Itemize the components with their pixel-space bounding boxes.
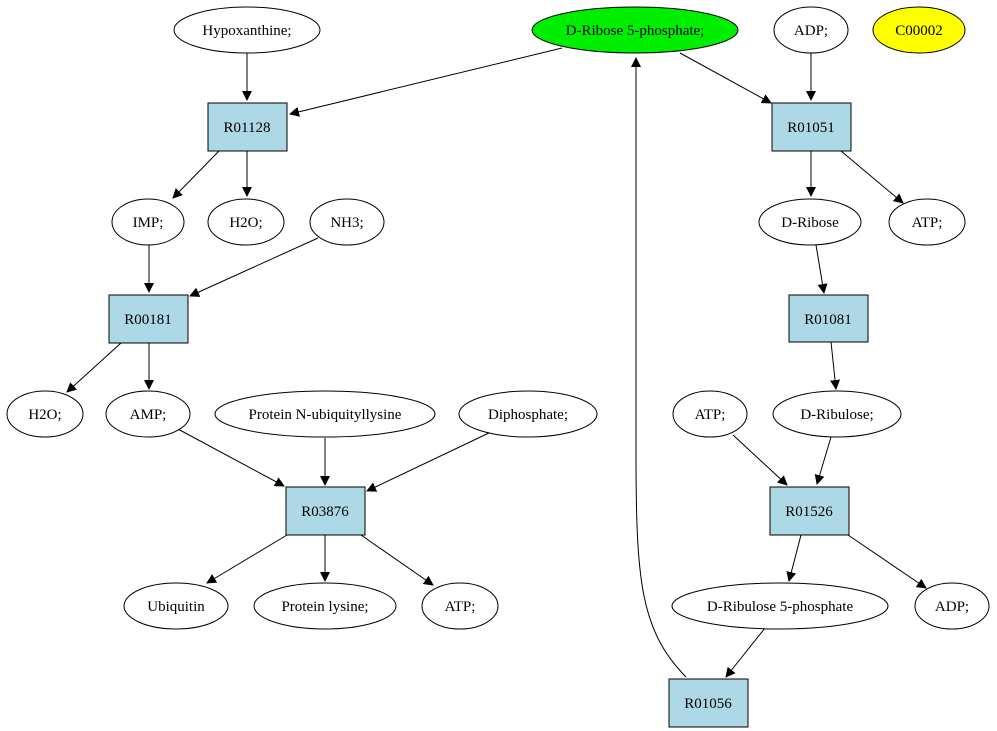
reaction-label: R03876 bbox=[301, 504, 349, 520]
edge-r01081-dribulose bbox=[830, 341, 841, 390]
compound-protein-lysine[interactable]: Protein lysine; bbox=[253, 582, 397, 630]
edge-amp-r03876 bbox=[175, 427, 285, 487]
compound-h2o[interactable]: H2O; bbox=[207, 198, 285, 246]
compound-label: Protein N-ubiquityllysine bbox=[249, 407, 402, 423]
reaction-label: R01526 bbox=[785, 504, 833, 520]
compound-imp[interactable]: IMP; bbox=[111, 198, 185, 246]
edge-r01051-atp bbox=[840, 150, 904, 204]
reaction-r01128[interactable]: R01128 bbox=[207, 102, 288, 152]
edge-r03876-ubiquitin bbox=[206, 534, 288, 584]
compound-label: Diphosphate; bbox=[488, 407, 568, 423]
edge-nh3-r00181 bbox=[189, 237, 319, 297]
reaction-r01056[interactable]: R01056 bbox=[668, 678, 749, 728]
compound-label: D-Ribose bbox=[781, 215, 839, 231]
compound-label: ATP; bbox=[695, 407, 726, 423]
reaction-r01081[interactable]: R01081 bbox=[788, 294, 869, 343]
reaction-r01051[interactable]: R01051 bbox=[771, 102, 852, 152]
compound-atp[interactable]: ATP; bbox=[421, 582, 499, 630]
edge-r01526-dribulose5p bbox=[786, 534, 802, 582]
compound-label: Hypoxanthine; bbox=[202, 23, 291, 39]
reaction-label: R01051 bbox=[787, 120, 835, 136]
compound-label: ADP; bbox=[794, 23, 828, 39]
compound-d-ribulose-5-phosphate[interactable]: D-Ribulose 5-phosphate bbox=[671, 582, 889, 630]
compound-adp[interactable]: ADP; bbox=[773, 6, 849, 54]
edge-atp-r01526 bbox=[732, 434, 788, 486]
compound-atp[interactable]: ATP; bbox=[888, 198, 966, 246]
edge-r00181-h2o bbox=[66, 342, 122, 393]
compound-nh3[interactable]: NH3; bbox=[309, 198, 385, 246]
reaction-label: R01128 bbox=[224, 120, 271, 136]
compound-adp[interactable]: ADP; bbox=[914, 582, 990, 630]
reaction-r00181[interactable]: R00181 bbox=[108, 294, 189, 344]
edge-dribose5p-r01128 bbox=[289, 47, 563, 117]
compound-atp[interactable]: ATP; bbox=[672, 390, 748, 438]
compound-protein-n-ubiquityllysine[interactable]: Protein N-ubiquityllysine bbox=[214, 390, 436, 438]
compound-label: D-Ribulose; bbox=[800, 407, 873, 423]
compound-d-ribulose[interactable]: D-Ribulose; bbox=[772, 390, 902, 438]
compound-ubiquitin[interactable]: Ubiquitin bbox=[123, 582, 229, 630]
edge-dribulose5p-r01056 bbox=[725, 627, 766, 678]
compound-d-ribose[interactable]: D-Ribose bbox=[758, 198, 862, 246]
edge-r01128-imp bbox=[172, 150, 220, 199]
compound-label: ADP; bbox=[935, 599, 969, 615]
edge-dribulose-r01526 bbox=[814, 436, 832, 485]
compound-label: ATP; bbox=[445, 599, 476, 615]
edge-dribose5p-r01051 bbox=[679, 52, 772, 104]
compound-c00002[interactable]: C00002 bbox=[872, 6, 966, 54]
compound-label: H2O; bbox=[229, 215, 262, 231]
compound-label: D-Ribulose 5-phosphate bbox=[707, 599, 854, 615]
compound-label: Ubiquitin bbox=[147, 599, 205, 615]
compound-label: Protein lysine; bbox=[281, 599, 368, 615]
compound-label: H2O; bbox=[28, 407, 61, 423]
compound-diphosphate[interactable]: Diphosphate; bbox=[458, 390, 598, 438]
edge-r01056-dribose5p bbox=[631, 57, 687, 678]
reaction-label: R01081 bbox=[804, 312, 852, 328]
reaction-r03876[interactable]: R03876 bbox=[285, 486, 366, 536]
compound-label: IMP; bbox=[133, 215, 164, 231]
compound-label: D-Ribose 5-phosphate; bbox=[566, 23, 705, 39]
compound-d-ribose-5-phosphate[interactable]: D-Ribose 5-phosphate; bbox=[531, 6, 739, 54]
reaction-label: R00181 bbox=[124, 312, 172, 328]
reaction-label: R01056 bbox=[684, 696, 732, 712]
compound-h2o[interactable]: H2O; bbox=[6, 390, 84, 438]
edge-r01526-adp bbox=[847, 534, 927, 589]
compound-amp[interactable]: AMP; bbox=[105, 390, 191, 438]
edges bbox=[66, 47, 927, 678]
compound-label: ATP; bbox=[912, 215, 943, 231]
reaction-r01526[interactable]: R01526 bbox=[769, 486, 850, 536]
edge-r03876-atp bbox=[360, 534, 434, 586]
compound-label: AMP; bbox=[130, 407, 167, 423]
compound-label: NH3; bbox=[330, 215, 363, 231]
compound-label: C00002 bbox=[895, 23, 943, 39]
edge-diphosphate-r03876 bbox=[366, 431, 492, 492]
edge-dribose-r01081 bbox=[815, 244, 828, 294]
compound-hypoxanthine[interactable]: Hypoxanthine; bbox=[173, 6, 321, 54]
